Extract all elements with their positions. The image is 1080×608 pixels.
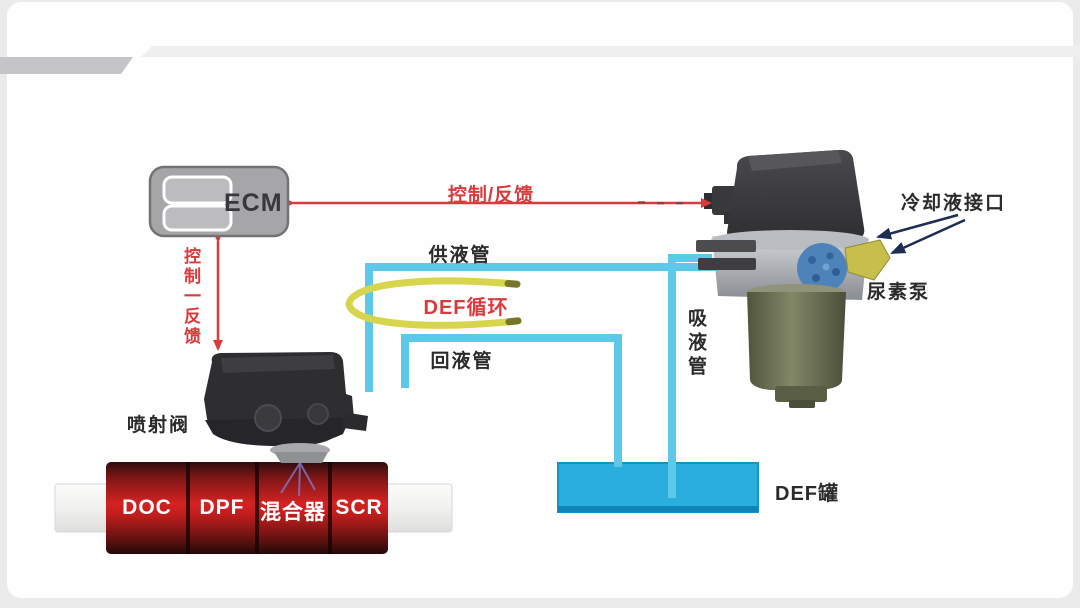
header-band-light xyxy=(141,46,1080,57)
ecm-box xyxy=(148,165,290,238)
exhaust-section-mixer: 混合器 xyxy=(260,501,326,524)
suction-line-label: 吸液管 xyxy=(685,308,706,380)
exhaust-inlet-pipe xyxy=(54,483,114,533)
aftertreatment-canister xyxy=(106,462,388,554)
return-line-label: 回液管 xyxy=(430,351,494,372)
control-feedback-horizontal-label: 控制/反馈 xyxy=(447,185,535,206)
injection-valve-label: 喷射阀 xyxy=(127,415,191,436)
coolant-port-label: 冷却液接口 xyxy=(901,193,1007,214)
suction-line-pipe xyxy=(668,254,712,498)
def-tank-label: DEF罐 xyxy=(775,483,839,505)
def-circulation-label: DEF循环 xyxy=(423,297,509,319)
ecm-label: ECM xyxy=(224,189,283,217)
fluid-lines xyxy=(365,254,726,498)
header-band-dark xyxy=(0,57,133,74)
exhaust-section-dpf: DPF xyxy=(199,496,245,519)
urea-pump-label: 尿素泵 xyxy=(867,282,931,303)
pump-membrane xyxy=(797,243,847,293)
ecm-connector-slot xyxy=(162,204,233,232)
ecm-connector-slot xyxy=(162,175,233,205)
def-circulation-hose xyxy=(345,277,522,329)
spray-cone xyxy=(280,462,316,497)
supply-line-pipe xyxy=(365,263,726,392)
injection-valve-illustration xyxy=(204,352,368,497)
exhaust-section-doc: DOC xyxy=(122,496,172,519)
return-line-pipe xyxy=(401,334,622,467)
coolant-fitting xyxy=(844,239,891,281)
coolant-port-arrows xyxy=(876,213,966,255)
control-feedback-vertical-label: 控制一反馈 xyxy=(181,247,200,347)
def-tank xyxy=(557,462,759,513)
exhaust-pipe xyxy=(54,462,453,554)
exhaust-section-scr: SCR xyxy=(335,496,383,519)
supply-line-label: 供液管 xyxy=(428,245,492,266)
urea-pump-illustration xyxy=(696,149,891,408)
